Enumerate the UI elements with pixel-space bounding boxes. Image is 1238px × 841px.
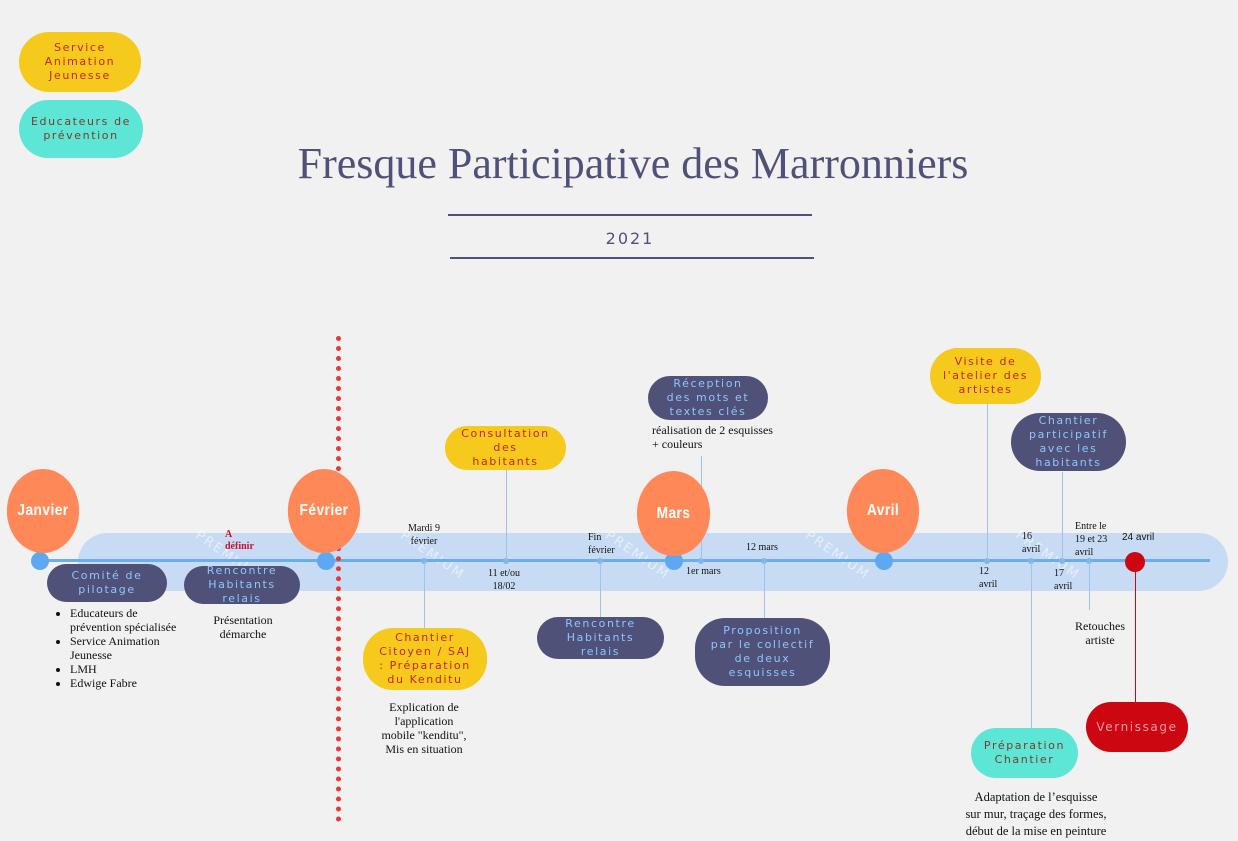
note-16-avril: 16 avril	[1022, 531, 1041, 555]
timeline-dot-mars	[665, 552, 683, 570]
event-comite-pilotage: Comité de pilotage	[47, 564, 167, 602]
timeline-tick	[597, 558, 603, 564]
timeline-tick	[421, 558, 427, 564]
month-mars: Mars	[636, 471, 711, 556]
timeline-axis	[38, 559, 1210, 562]
timeline-tick	[1086, 558, 1092, 564]
connector-proposition	[764, 562, 765, 618]
note-a-definir: A définir	[225, 529, 254, 552]
note-mardi-9-fevrier: Mardi 9 février	[408, 523, 440, 547]
connector-preparation	[1031, 562, 1032, 728]
note-24-avril: 24 avril	[1122, 532, 1155, 543]
timeline-tick	[1059, 558, 1065, 564]
event-preparation-chantier: Préparation Chantier	[971, 728, 1078, 778]
connector-retouches	[1089, 562, 1090, 610]
month-janvier: Janvier	[6, 469, 80, 553]
timeline-dot-avril	[875, 552, 893, 570]
event-rencontre-habitants-relais-2: Rencontre Habitants relais	[537, 617, 664, 659]
connector-consultation	[506, 470, 507, 560]
list-item: Edwige Fabre	[70, 676, 180, 690]
timeline-dot-fevrier	[317, 552, 335, 570]
year-label: 2021	[605, 229, 655, 248]
note-retouches-artiste: Retouches artiste	[1075, 619, 1125, 647]
timeline-tick	[761, 558, 767, 564]
connector-chantier-participatif	[1062, 472, 1063, 560]
note-12-avril: 12 avril	[979, 566, 998, 590]
title-rule-bottom	[450, 257, 814, 259]
legend-service-animation-jeunesse: Service Animation Jeunesse	[19, 32, 141, 92]
connector-vernissage	[1135, 572, 1136, 702]
event-rencontre-habitants-relais-1: Rencontre Habitants relais	[184, 564, 300, 605]
note-presentation-demarche: Présentation démarche	[213, 613, 273, 641]
note-1er-mars: 1er mars	[686, 566, 721, 577]
note-17-avril: 17 avril	[1054, 568, 1073, 592]
list-item: Educateurs de prévention spécialisée	[70, 606, 180, 634]
connector-chantier-citoyen	[424, 562, 425, 630]
list-item: LMH	[70, 662, 180, 676]
event-chantier-citoyen: Chantier Citoyen / SAJ : Préparation du …	[363, 628, 487, 690]
month-fevrier: Février	[287, 469, 361, 553]
timeline-dot-vernissage	[1125, 552, 1145, 572]
note-fin-fevrier: Fin février	[588, 532, 615, 556]
timeline-start-dot	[31, 552, 49, 570]
event-reception-mots: Réception des mots et textes clés	[648, 376, 768, 420]
timeline-tick	[1028, 558, 1034, 564]
connector-visite	[987, 404, 988, 560]
note-11-18-fevrier: 11 et/ou 18/02	[487, 568, 521, 592]
note-adaptation-esquisse: Adaptation de l’esquisse sur mur, traçag…	[965, 790, 1107, 838]
event-vernissage: Vernissage	[1086, 702, 1188, 752]
event-consultation-habitants: Consultation des habitants	[445, 426, 566, 470]
comite-members-list: Educateurs de prévention spécialisée Ser…	[52, 606, 180, 690]
timeline-tick	[503, 558, 509, 564]
event-chantier-participatif: Chantier participatif avec les habitants	[1011, 413, 1126, 471]
timeline-tick	[698, 558, 704, 564]
current-date-divider	[336, 336, 341, 822]
title-rule-top	[448, 214, 812, 216]
note-realisation-esquisses: réalisation de 2 esquisses + couleurs	[652, 423, 773, 451]
note-explication-kenditu: Explication de l'application mobile "ken…	[381, 700, 467, 756]
timeline-tick	[984, 558, 990, 564]
event-proposition-esquisses: Proposition par le collectif de deux esq…	[695, 618, 830, 686]
note-12-mars: 12 mars	[746, 542, 778, 553]
connector-rencontre2	[600, 562, 601, 618]
month-avril: Avril	[846, 469, 920, 553]
page-title: Fresque Participative des Marronniers	[297, 139, 969, 188]
list-item: Service Animation Jeunesse	[70, 634, 180, 662]
note-entre-19-23-avril: Entre le 19 et 23 avril	[1075, 521, 1108, 558]
legend-educateurs-prevention: Educateurs de prévention	[19, 100, 143, 158]
event-visite-atelier: Visite de l'atelier des artistes	[930, 348, 1041, 404]
